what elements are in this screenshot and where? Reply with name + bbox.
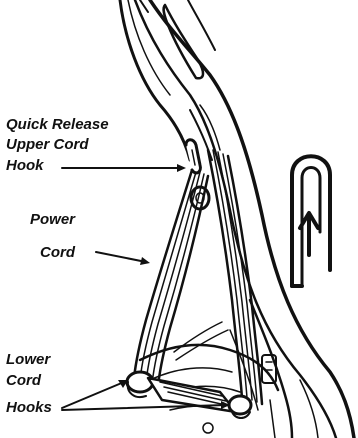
label-quick-release-line1: Quick Release (6, 116, 109, 133)
callout-power-cord: Power Cord (30, 211, 76, 261)
lower-cord-hooks (127, 372, 251, 433)
label-quick-release-line2: Upper Cord (6, 136, 89, 153)
callout-quick-release: Quick Release Upper Cord Hook (6, 116, 109, 174)
u-turn-arrow-icon (292, 156, 330, 286)
label-quick-release-line3: Hook (6, 157, 44, 174)
label-lower-hooks-line1: Lower (6, 351, 51, 368)
leader-lower-hook-left (62, 382, 124, 408)
leader-power-cord (96, 252, 146, 262)
label-lower-hooks-line2: Cord (6, 372, 42, 389)
label-power-cord-line2: Cord (40, 244, 76, 261)
callout-lower-hooks: Lower Cord Hooks (6, 351, 52, 416)
label-power-cord-line1: Power (30, 211, 76, 228)
label-lower-hooks-line3: Hooks (6, 399, 52, 416)
